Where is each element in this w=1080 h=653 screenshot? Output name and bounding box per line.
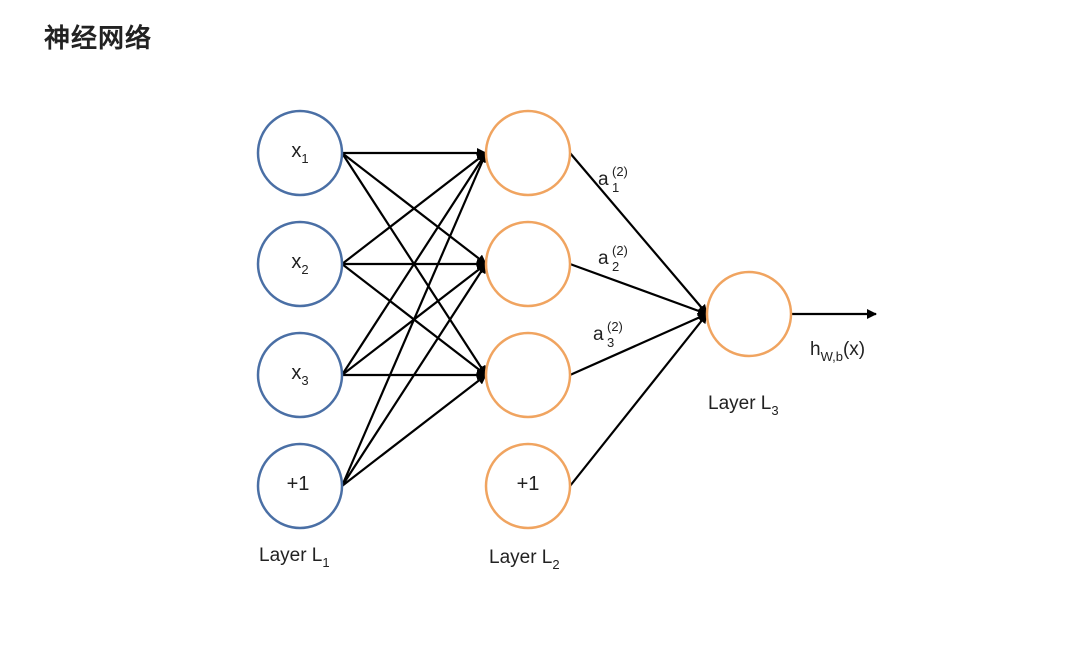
- hidden-node-4: [484, 442, 572, 530]
- activation-sup-2: (2): [612, 243, 628, 258]
- input-node-2: [256, 220, 344, 308]
- activation-sub-1: 1: [612, 180, 619, 195]
- input-node-1: [256, 109, 344, 197]
- page-title: 神经网络: [44, 24, 153, 54]
- activation-sup-1: (2): [612, 164, 628, 179]
- input-node-3: [256, 331, 344, 419]
- activation-sub-2: 2: [612, 259, 619, 274]
- activation-label-2: a: [598, 248, 609, 269]
- hidden-node-1: [484, 109, 572, 197]
- hidden-bias-label: +1: [517, 473, 540, 495]
- edge-in4-hid2: [341, 263, 487, 487]
- nodes: [256, 109, 793, 530]
- input-node-4: [256, 442, 344, 530]
- edge-in4-hid3: [341, 374, 487, 487]
- layer-label-3: Layer L3: [708, 393, 779, 418]
- hidden-node-3: [484, 331, 572, 419]
- hidden-node-2: [484, 220, 572, 308]
- edge-hid1-out: [569, 152, 708, 315]
- input-node-label-1: x1: [291, 140, 308, 166]
- activation-sub-3: 3: [607, 335, 614, 350]
- layer-label-1: Layer L1: [259, 545, 330, 570]
- edge-in3-hid1: [341, 152, 487, 376]
- output-label: hW,b(x): [810, 339, 865, 364]
- output-node: [705, 270, 793, 358]
- connections: [340, 148, 877, 487]
- edge-in4-hid1: [340, 152, 488, 487]
- activation-sup-3: (2): [607, 319, 623, 334]
- edge-hid4-out: [569, 313, 708, 487]
- edge-in2-hid1: [341, 152, 487, 265]
- edge-hid3-out: [569, 312, 708, 377]
- input-node-label-2: x2: [291, 251, 308, 277]
- layer-label-2: Layer L2: [489, 547, 560, 572]
- activation-label-1: a: [598, 169, 609, 190]
- input-bias-label: +1: [287, 473, 310, 495]
- edge-hid2-out: [569, 262, 708, 316]
- input-node-label-3: x3: [291, 362, 308, 388]
- activation-label-3: a: [593, 324, 604, 345]
